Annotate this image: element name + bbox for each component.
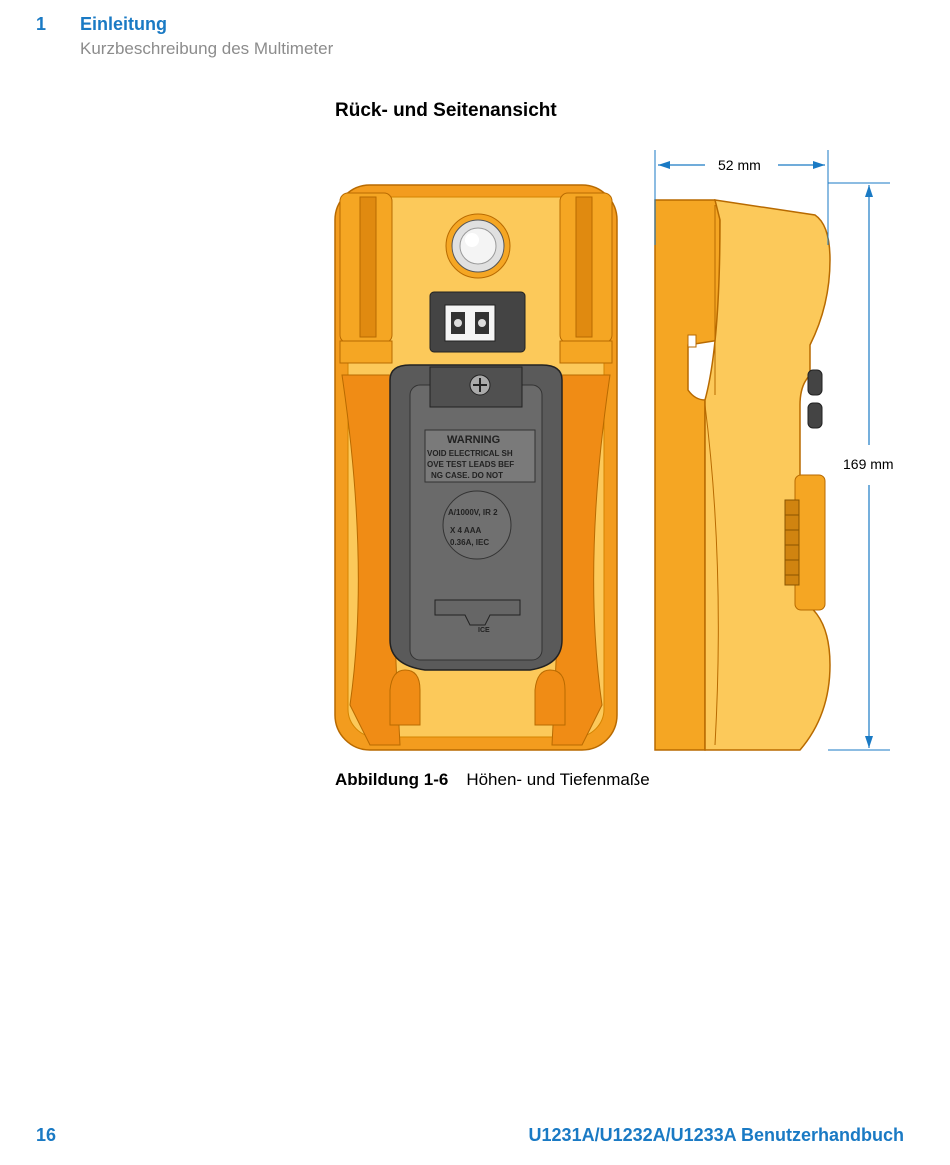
multimeter-figure: WARNING VOID ELECTRICAL SH OVE TEST LEAD… bbox=[330, 145, 910, 765]
rating-line-1: A/1000V, IR 2 bbox=[448, 508, 498, 517]
caption-text: Höhen- und Tiefenmaße bbox=[466, 770, 650, 789]
side-view bbox=[654, 199, 831, 751]
chapter-number: 1 bbox=[36, 14, 47, 34]
section-subtitle: Kurzbeschreibung des Multimeter bbox=[80, 39, 334, 58]
width-dimension-label: 52 mm bbox=[718, 157, 761, 173]
chapter-title: Einleitung bbox=[80, 14, 167, 34]
section-title: Rück- und Seitenansicht bbox=[335, 100, 557, 121]
warning-line-1: VOID ELECTRICAL SH bbox=[427, 449, 513, 458]
rating-line-2: X 4 AAA bbox=[450, 526, 481, 535]
warning-line-3: NG CASE. DO NOT bbox=[431, 471, 503, 480]
warning-label: WARNING bbox=[447, 434, 500, 446]
dimension-lines bbox=[654, 150, 890, 751]
caption-label: Abbildung 1-6 bbox=[335, 770, 449, 789]
height-dimension-label: 169 mm bbox=[843, 456, 894, 472]
rating-line-3: 0.36A, IEC bbox=[450, 538, 489, 547]
warning-line-2: OVE TEST LEADS BEF bbox=[427, 460, 514, 469]
page-number: 16 bbox=[36, 1125, 57, 1145]
back-view: WARNING VOID ELECTRICAL SH OVE TEST LEAD… bbox=[334, 184, 618, 751]
manual-title: U1231A/U1232A/U1233A Benutzerhandbuch bbox=[528, 1125, 904, 1145]
ice-mark: ICE bbox=[478, 627, 490, 634]
multimeter-drawing: WARNING VOID ELECTRICAL SH OVE TEST LEAD… bbox=[334, 150, 894, 751]
figure-caption: Abbildung 1-6 Höhen- und Tiefenmaße bbox=[335, 770, 650, 790]
